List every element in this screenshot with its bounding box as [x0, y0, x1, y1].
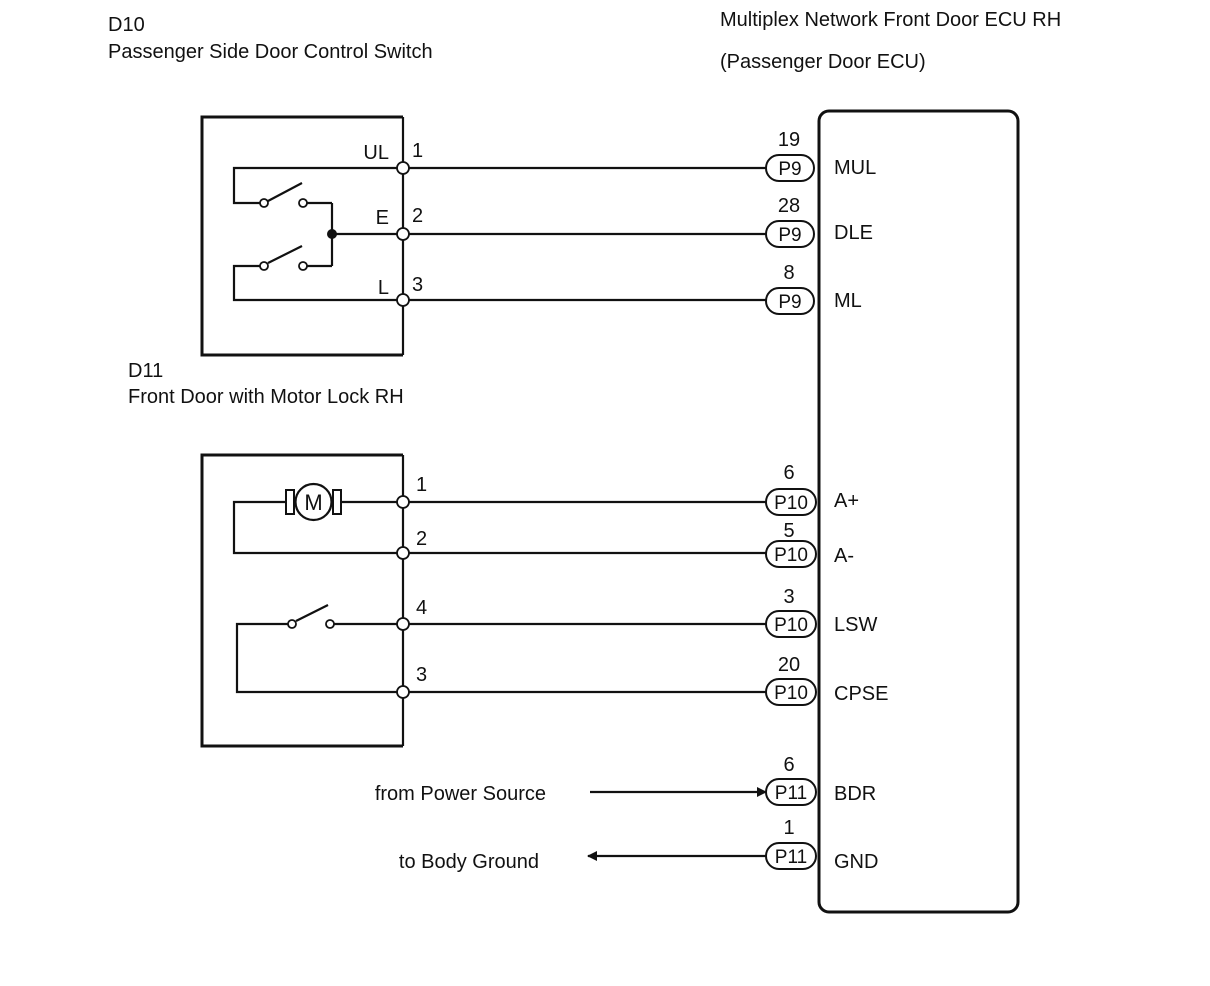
ecu-pin-number: 1 [783, 817, 794, 839]
connector-pill [765, 778, 817, 806]
connector-id: P11 [775, 783, 807, 804]
ecu-pin-number: 19 [778, 129, 800, 151]
harness-wires [403, 166, 767, 861]
ecu-signal: CPSE [834, 683, 888, 705]
ecu-pin-number: 8 [783, 262, 794, 284]
switch-terminal-label: E [376, 207, 389, 229]
switch-terminal-label: UL [363, 142, 389, 164]
ecu-signal: LSW [834, 614, 877, 636]
ecu-signal: MUL [834, 157, 876, 179]
connector-pill [765, 220, 815, 248]
ecu-signal: GND [834, 851, 878, 873]
connector-id: P10 [774, 615, 808, 636]
connector-pill [765, 287, 815, 315]
connector-id: P10 [774, 683, 808, 704]
switch-terminal-label: L [378, 277, 389, 299]
ecu-signal: A+ [834, 490, 859, 512]
connector-id: P9 [778, 225, 801, 246]
lock-terminal-pin: 4 [416, 597, 427, 619]
switch-terminal-pin: 3 [412, 274, 423, 296]
switch-code: D10 [108, 14, 145, 36]
connector-id: P10 [774, 545, 808, 566]
connector-pill [765, 488, 817, 516]
connector-id: P9 [778, 159, 801, 180]
connector-id: P10 [774, 493, 808, 514]
power-source-label: from Power Source [375, 783, 546, 805]
ecu-name: Multiplex Network Front Door ECU RH [720, 9, 1061, 31]
ecu-signal: DLE [834, 222, 873, 244]
motor-icon: M [285, 482, 342, 522]
switch-name: Passenger Side Door Control Switch [108, 41, 433, 63]
lock-terminal-pin: 3 [416, 664, 427, 686]
connector-pill [765, 610, 817, 638]
ecu-pin-number: 6 [783, 754, 794, 776]
lock-terminal-pin: 1 [416, 474, 427, 496]
ecu-pin-number: 6 [783, 462, 794, 484]
connector-pill [765, 678, 817, 706]
ecu-box [817, 109, 1020, 914]
motor-symbol: M [304, 490, 322, 515]
ecu-signal: ML [834, 290, 862, 312]
ecu-signal: A- [834, 545, 854, 567]
ecu-subtitle: (Passenger Door ECU) [720, 51, 926, 73]
connector-id: P11 [775, 847, 807, 868]
connector-pill [765, 842, 817, 870]
lock-code: D11 [128, 360, 163, 382]
ecu-pin-number: 3 [783, 586, 794, 608]
ecu-pin-number: 28 [778, 195, 800, 217]
body-ground-label: to Body Ground [399, 851, 539, 873]
ecu-pin-number: 20 [778, 654, 800, 676]
lock-terminal-pin: 2 [416, 528, 427, 550]
terminal-nodes [396, 161, 410, 699]
ecu-signal: BDR [834, 783, 876, 805]
switch-terminal-pin: 2 [412, 205, 423, 227]
connector-pill [765, 540, 817, 568]
switch-box [200, 115, 405, 357]
connector-id: P9 [778, 292, 801, 313]
lock-name: Front Door with Motor Lock RH [128, 386, 404, 408]
ecu-pin-number: 5 [783, 520, 794, 542]
switch-terminal-pin: 1 [412, 140, 423, 162]
connector-pill [765, 154, 815, 182]
